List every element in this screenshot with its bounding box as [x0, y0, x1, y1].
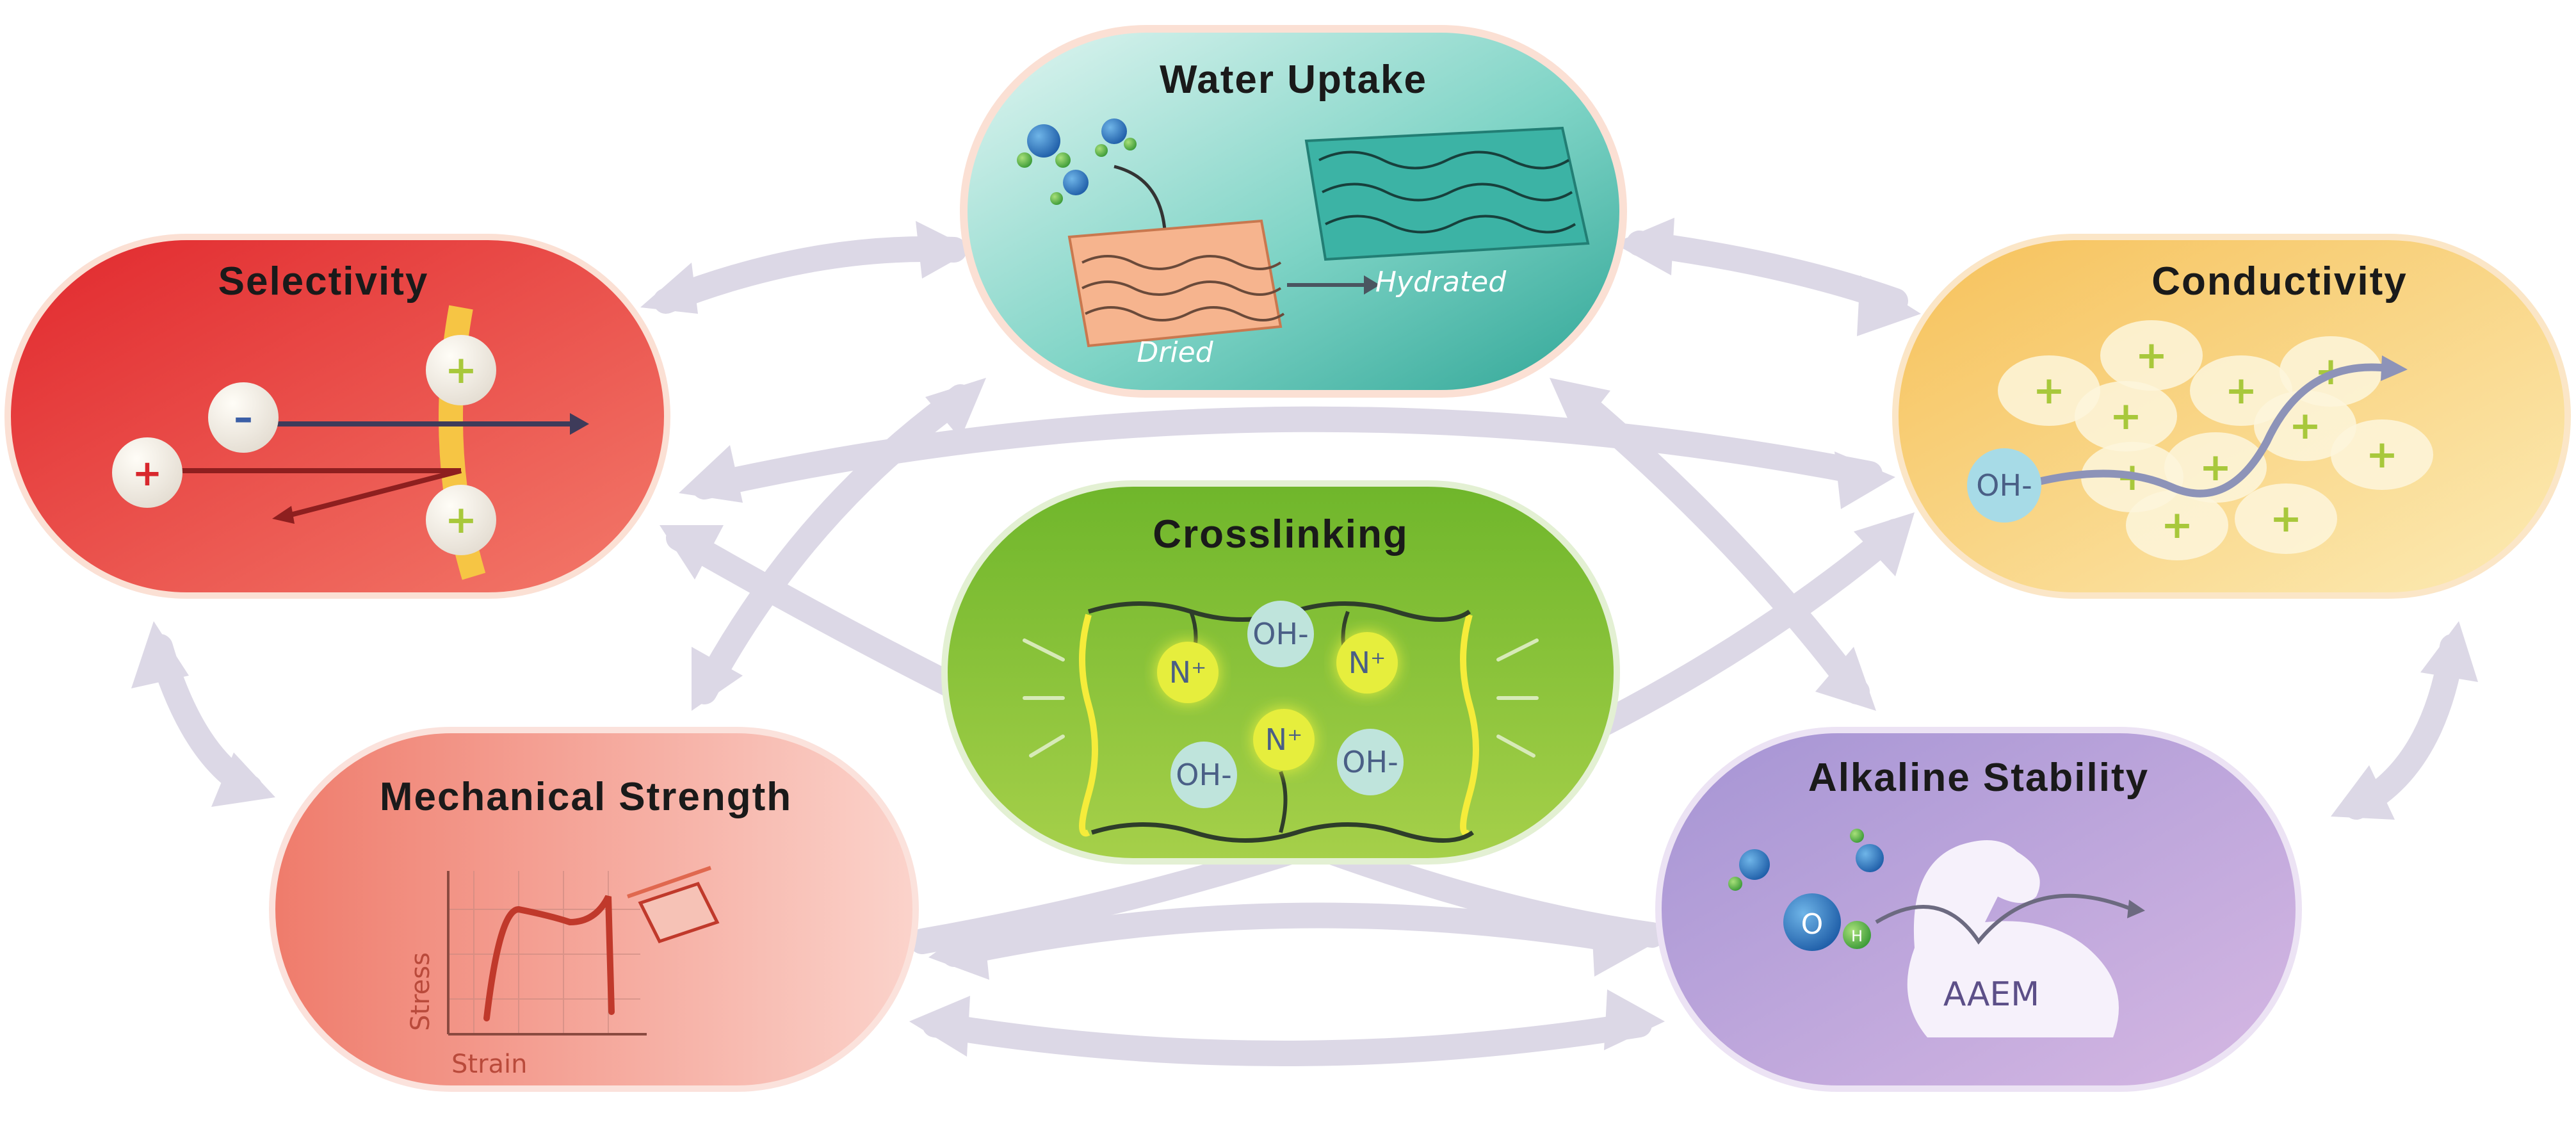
arrow-water-mechanical — [692, 384, 973, 704]
dried-membrane-icon — [1067, 219, 1285, 348]
svg-text:+: + — [445, 348, 477, 393]
svg-text:N⁺: N⁺ — [1265, 722, 1303, 757]
svg-text:+: + — [2135, 333, 2167, 378]
flexed-arm-icon — [1907, 840, 2119, 1037]
water-molecule-icon — [1017, 118, 1137, 205]
strain-axis-label: Strain — [451, 1050, 528, 1079]
anion-icon: – — [208, 382, 279, 453]
svg-text:+: + — [2225, 368, 2257, 413]
svg-text:N⁺: N⁺ — [1349, 646, 1386, 680]
arrowhead — [692, 647, 743, 711]
fixed-charge-icon-bottom: + — [426, 485, 496, 555]
arrow-mechanical-alkaline-upper — [941, 902, 1639, 967]
arrow-mechanical-alkaline-lower — [922, 1012, 1652, 1066]
arrowhead — [1815, 647, 1876, 711]
selectivity-title: Selectivity — [218, 259, 429, 304]
arrowhead — [211, 752, 275, 807]
arrow-selectivity-water — [653, 236, 967, 314]
cation-symbol: + — [133, 453, 163, 494]
cation-icon: + — [112, 437, 182, 508]
node-water-uptake: Water Uptake Dried Hydrated — [960, 25, 1627, 398]
svg-text:OH-: OH- — [1342, 745, 1398, 779]
svg-text:+: + — [2033, 368, 2065, 413]
svg-text:+: + — [2289, 403, 2321, 448]
node-crosslinking: Crosslinking N⁺ N⁺ N⁺ OH- — [941, 480, 1620, 865]
node-alkaline-stability: Alkaline Stability O H AAEM — [1655, 727, 2302, 1092]
hydrated-membrane-icon — [1304, 126, 1590, 261]
arrowhead — [640, 263, 698, 314]
arrowhead — [131, 621, 189, 688]
aaem-label: AAEM — [1943, 975, 2039, 1014]
dried-label: Dried — [1137, 336, 1213, 369]
arrowhead — [925, 378, 986, 439]
svg-text:OH-: OH- — [1976, 468, 2032, 503]
fixed-charge-icon-top: + — [426, 335, 496, 405]
hydroxide-molecule-icon: O H — [1728, 829, 1884, 951]
crosslinking-title: Crosslinking — [1153, 512, 1409, 556]
svg-text:OH-: OH- — [1176, 758, 1231, 792]
arrow-water-alkaline — [1562, 384, 1870, 704]
arrowhead — [1614, 218, 1674, 275]
stretched-film-icon — [627, 866, 720, 944]
svg-text:+: + — [2110, 394, 2142, 439]
hydroxide-icon: OH- — [1967, 448, 2041, 523]
arrowhead — [1550, 378, 1610, 435]
hydrated-label: Hydrated — [1375, 266, 1507, 298]
svg-text:+: + — [2161, 503, 2193, 548]
conductivity-title: Conductivity — [2151, 259, 2407, 304]
svg-text:OH-: OH- — [1252, 617, 1308, 651]
svg-text:+: + — [2270, 496, 2302, 541]
arrowhead — [1604, 989, 1665, 1050]
arrowhead — [916, 221, 973, 279]
arrowhead — [1854, 512, 1915, 576]
arrowhead — [660, 525, 724, 580]
svg-text:+: + — [2366, 432, 2398, 477]
arrowhead — [1857, 275, 1921, 336]
quaternary-ammonium-icon: N⁺ N⁺ N⁺ — [1157, 632, 1398, 770]
arrow-water-conductivity — [1626, 231, 1908, 314]
water-uptake-title: Water Uptake — [1160, 58, 1427, 102]
conduction-path-arrow — [2020, 363, 2392, 498]
alkaline-stability-title: Alkaline Stability — [1808, 756, 2149, 800]
arrowhead — [1835, 451, 1895, 509]
arrowhead — [909, 996, 970, 1057]
arrowhead — [2331, 765, 2395, 820]
anion-symbol: – — [234, 395, 253, 440]
arrowhead — [2420, 621, 2478, 682]
arrowhead — [928, 919, 989, 980]
arrowhead — [1591, 916, 1652, 977]
svg-text:H: H — [1851, 927, 1863, 945]
arrowhead — [679, 445, 743, 503]
node-selectivity: Selectivity – + + + — [4, 234, 670, 599]
svg-text:+: + — [445, 498, 477, 542]
stress-strain-curve — [483, 895, 615, 1021]
stress-axis-label: Stress — [406, 952, 435, 1031]
node-conductivity: Conductivity + + + + + + + + + + + — [1892, 234, 2571, 599]
hydroxide-anion-icon: OH- OH- OH- — [1171, 601, 1404, 808]
deflection-arrow — [1875, 893, 2134, 945]
svg-text:N⁺: N⁺ — [1169, 655, 1207, 690]
node-mechanical-strength: Mechanical Strength Stress Strain — [269, 727, 919, 1092]
mechanical-strength-title: Mechanical Strength — [380, 775, 792, 819]
ion-cluster-icon — [1998, 320, 2433, 560]
svg-text:O: O — [1801, 908, 1824, 941]
